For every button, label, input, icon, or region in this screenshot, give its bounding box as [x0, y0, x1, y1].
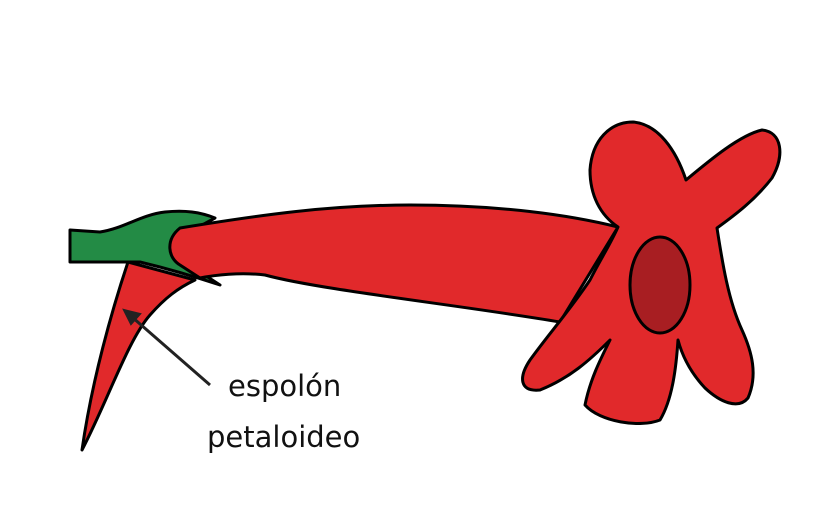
label-espolon: espolón	[228, 369, 341, 403]
flower-center	[628, 235, 692, 335]
label-petaloideo: petaloideo	[207, 420, 360, 454]
pointer-arrow	[122, 308, 211, 387]
arrow-head-icon	[122, 308, 142, 326]
corolla-tube	[168, 203, 620, 324]
petal-spur	[80, 260, 197, 452]
